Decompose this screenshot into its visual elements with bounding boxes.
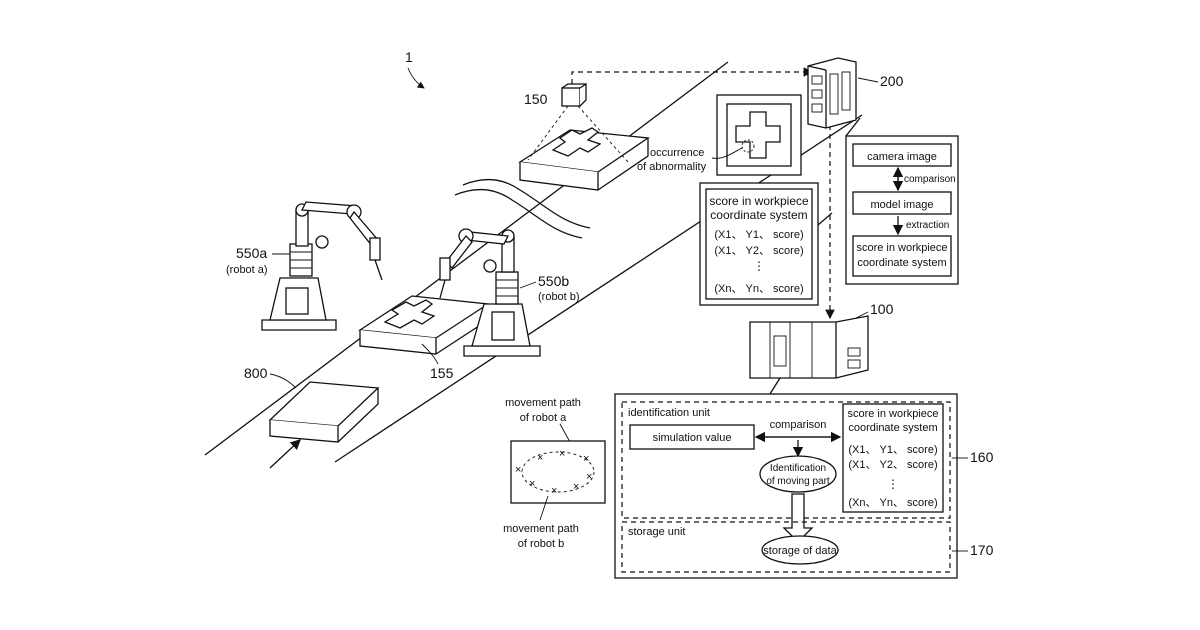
robot-b-label: (robot b) — [538, 291, 580, 303]
robot-a-ref-number: 550a — [236, 245, 267, 261]
workpiece-ref-number: 155 — [430, 365, 454, 381]
score-panel-title1: score in workpiece — [709, 194, 809, 208]
svg-text:×: × — [537, 452, 543, 464]
identification-line2: of moving part — [766, 476, 830, 487]
svg-text:×: × — [586, 471, 592, 483]
identification-unit-title: identification unit — [628, 407, 710, 419]
processor-score1: score in workpiece — [856, 242, 947, 254]
svg-text:×: × — [551, 485, 557, 497]
camera-ref-number: 150 — [524, 91, 548, 107]
abnormality-image — [717, 95, 801, 175]
score-panel-dots: ⋮ — [753, 259, 765, 273]
score-panel-row1: (X1、 Y1、 score) — [714, 229, 803, 241]
robot-b-leader — [520, 282, 536, 288]
processor-score2: coordinate system — [857, 257, 946, 269]
ident-score-title2: coordinate system — [848, 422, 937, 434]
processor-camera-image: camera image — [867, 151, 937, 163]
ident-score-row2: (X1、 Y2、 score) — [848, 459, 937, 471]
score-panel-rown: (Xn、 Yn、 score) — [714, 283, 803, 295]
processor-extraction: extraction — [906, 220, 949, 231]
ident-score-dots: ⋮ — [887, 477, 899, 491]
robot-a-label: (robot a) — [226, 264, 268, 276]
system-ref-arrow — [408, 68, 424, 88]
workpiece-lower — [360, 296, 488, 354]
path-label-a1: movement path — [505, 397, 581, 409]
svg-text:×: × — [583, 453, 589, 465]
svg-text:×: × — [573, 481, 579, 493]
processor-comparison: comparison — [904, 174, 956, 185]
box-leader — [270, 374, 296, 388]
ident-score-rown: (Xn、 Yn、 score) — [848, 497, 937, 509]
box-product — [270, 382, 378, 442]
storage-unit-title: storage unit — [628, 526, 685, 538]
abnormality-line2: of abnormality — [637, 161, 707, 173]
score-panel-row2: (X1、 Y2、 score) — [714, 245, 803, 257]
svg-text:×: × — [529, 478, 535, 490]
camera-to-processor-link — [572, 72, 812, 84]
workpiece-upper — [520, 128, 648, 190]
image-processor-device — [808, 58, 856, 128]
identification-score-box — [843, 404, 943, 512]
identification-line1: Identification — [770, 463, 826, 474]
controller-device — [750, 316, 868, 378]
robot-b-ref-number: 550b — [538, 273, 569, 289]
robot-b — [440, 229, 540, 356]
processor-ref-number: 200 — [880, 73, 904, 89]
abnormality-line1: occurrence — [650, 147, 704, 159]
svg-text:×: × — [559, 448, 565, 460]
ident-score-title1: score in workpiece — [847, 408, 938, 420]
storage-of-data-label: storage of data — [763, 545, 837, 557]
controller-to-unit-link — [770, 378, 780, 394]
ident-score-row1: (X1、 Y1、 score) — [848, 444, 937, 456]
controller-ref-number: 100 — [870, 301, 894, 317]
identification-comparison-label: comparison — [770, 419, 827, 431]
path-label-a2: of robot a — [520, 412, 567, 424]
box-ref-number: 800 — [244, 365, 268, 381]
processor-leader — [858, 78, 878, 82]
system-ref-number: 1 — [405, 49, 413, 65]
path-label-b1: movement path — [503, 523, 579, 535]
path-label-b2: of robot b — [518, 538, 564, 550]
identification-ref-number: 160 — [970, 449, 994, 465]
score-panel-title2: coordinate system — [710, 208, 807, 222]
svg-text:×: × — [515, 464, 521, 476]
robot-a — [262, 202, 382, 330]
simulation-value-label: simulation value — [653, 432, 732, 444]
storage-ref-number: 170 — [970, 542, 994, 558]
processor-model-image: model image — [871, 199, 934, 211]
path-a-leader — [560, 424, 570, 442]
